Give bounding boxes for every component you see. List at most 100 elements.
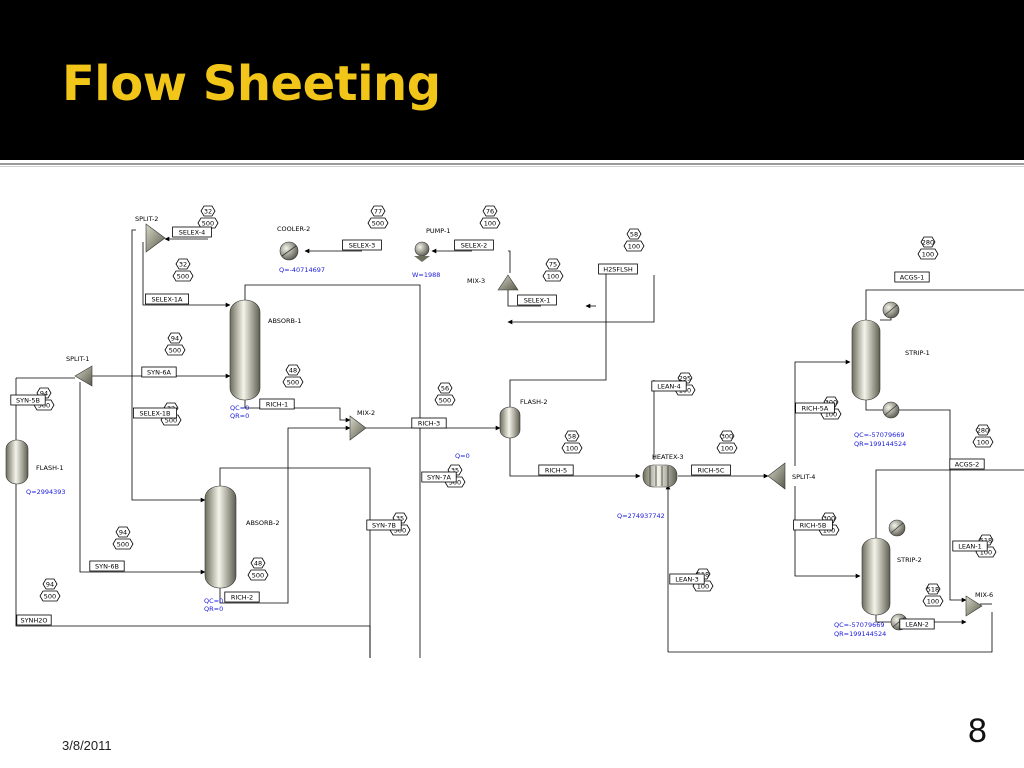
absorb-1-qr: QR=0	[230, 412, 249, 420]
stream-name: SYNH2O	[20, 616, 47, 624]
stream-name-box	[10, 394, 46, 406]
stream-name: LEAN-4	[657, 382, 681, 390]
stream-temperature: 300	[825, 398, 837, 406]
cooler-2-label: COOLER-2	[277, 225, 310, 233]
stream-pressure: 500	[44, 592, 56, 600]
strip-1-qc: QC=-57079669	[854, 431, 905, 439]
pressure-badge	[972, 436, 994, 448]
split-2-label: SPLIT-2	[135, 215, 158, 223]
stream-name: RICH-3	[418, 419, 440, 427]
temperature-badge	[564, 430, 580, 442]
stream-temperature: 518	[927, 585, 939, 593]
temperature-badge	[42, 578, 58, 590]
mix-6-label: MIX-6	[975, 591, 993, 599]
stream-name: LEAN-2	[905, 620, 929, 628]
pressure-badge	[716, 442, 738, 454]
stream-temperature: 94	[40, 389, 48, 397]
absorb-2-unit	[204, 485, 237, 589]
split-4-label: SPLIT-4	[792, 473, 815, 481]
stream-temperature: 76	[486, 207, 494, 215]
stream-pressure: 500	[169, 346, 181, 354]
stream-temperature: 32	[179, 260, 187, 268]
stream-name: RICH-2	[231, 593, 253, 601]
mix-2-unit	[349, 415, 367, 441]
split-2-unit	[145, 223, 166, 253]
heatex-3-duty: Q=274937742	[617, 512, 665, 520]
stream-pressure: 500	[252, 571, 264, 579]
pressure-badge	[479, 217, 501, 229]
pump-1-label: PUMP-1	[426, 227, 451, 235]
cooler-2-duty: Q=-40714697	[279, 266, 325, 274]
temperature-badge	[437, 382, 453, 394]
absorb-1-unit	[229, 299, 261, 401]
stream-temperature: 94	[46, 580, 54, 588]
stream-temperature: 35	[396, 514, 404, 522]
stream-pressure: 100	[980, 548, 992, 556]
strip-1-label: STRIP-1	[905, 349, 930, 357]
absorb-2-qr: QR=0	[204, 605, 223, 613]
stream-pressure: 500	[165, 416, 177, 424]
stream-name-box	[949, 458, 985, 470]
stream-name: LEAN-3	[675, 575, 699, 583]
mix-3-label: MIX-3	[467, 277, 485, 285]
pressure-badge	[542, 270, 564, 282]
stream-name: ACGS-2	[955, 460, 980, 468]
strip-2-label: STRIP-2	[897, 556, 922, 564]
stream-name: ACGS-1	[900, 273, 925, 281]
stream-temperature: 94	[171, 334, 179, 342]
stream-pressure: 500	[372, 219, 384, 227]
stream-pressure: 100	[484, 219, 496, 227]
stream-name: SYN-7B	[372, 521, 396, 529]
stream-name: RICH-5A	[802, 404, 829, 412]
stream-name-box	[141, 366, 177, 378]
stream-temperature: 295	[679, 374, 691, 382]
process-flowsheet: SPLIT-2 COOLER-2 Q=-40714697 PUMP-1 W=19…	[5, 205, 1024, 658]
stream-temperature: 280	[977, 426, 989, 434]
stream-temperature: 35	[451, 466, 459, 474]
pressure-badge	[561, 442, 583, 454]
stream-name-box	[793, 519, 833, 531]
stream-temperature: 32	[204, 207, 212, 215]
pressure-badge	[112, 538, 134, 550]
footer-date: 3/8/2011	[62, 738, 112, 753]
stream-name-box	[899, 618, 935, 630]
stream-name: RICH-5C	[698, 466, 725, 474]
stream-name-box	[342, 239, 382, 251]
stream-name-box	[538, 464, 574, 476]
stream-pressure: 100	[927, 597, 939, 605]
pressure-badge	[922, 595, 944, 607]
stream-name: RICH-5	[545, 466, 567, 474]
stream-pressure: 100	[628, 242, 640, 250]
pressure-badge	[164, 344, 186, 356]
header-divider	[0, 163, 1024, 165]
mix-2-label: MIX-2	[357, 409, 375, 417]
stream-name-box	[366, 519, 402, 531]
mix-6-unit	[965, 595, 983, 617]
temperature-badge	[719, 430, 735, 442]
pump-1-unit	[414, 241, 430, 257]
temperature-badge	[482, 205, 498, 217]
temperature-badge	[285, 364, 301, 376]
stream-name: SYN-6A	[147, 368, 171, 376]
absorb-1-label: ABSORB-1	[268, 317, 302, 325]
heatex-3-unit	[642, 464, 678, 488]
stream-name-box	[16, 614, 52, 626]
pressure-badge	[39, 590, 61, 602]
stream-name-box	[454, 239, 494, 251]
stream-name-box	[144, 293, 189, 305]
absorb-2-label: ABSORB-2	[246, 519, 280, 527]
stream-name: RICH-5B	[800, 521, 827, 529]
pump-1-work: W=1988	[412, 271, 440, 279]
stream-pressure: 500	[287, 378, 299, 386]
stream-temperature: 58	[630, 230, 638, 238]
stream-name-box	[795, 402, 835, 414]
header-divider-thin	[0, 166, 1024, 167]
stream-temperature: 77	[374, 207, 382, 215]
temperature-badge	[200, 205, 216, 217]
